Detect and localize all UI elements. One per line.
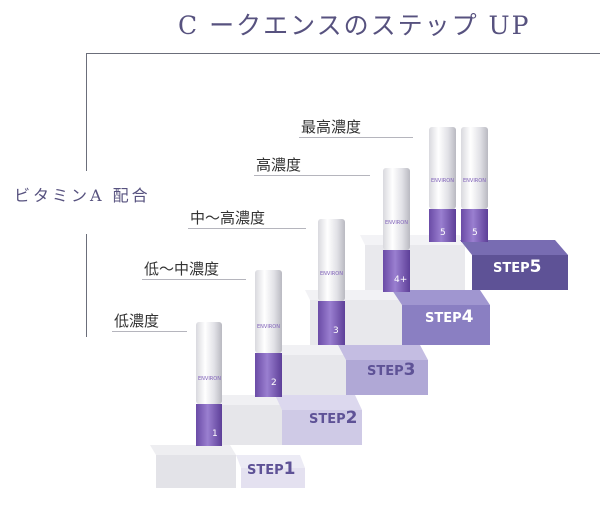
svg-text:5: 5 (472, 228, 478, 238)
level-label-5: 最高濃度 (301, 118, 362, 136)
step-label-3: STEP3 (367, 360, 415, 380)
svg-text:ENVIRON: ENVIRON (198, 376, 221, 382)
step-block-1 (236, 455, 305, 488)
product-bottle-1: ENVIRON 1 (196, 322, 222, 446)
level-label-3: 中〜高濃度 (190, 209, 266, 227)
step-label-1: STEP1 (247, 459, 295, 479)
level-line-5 (299, 137, 413, 138)
product-bottle-5b: ENVIRON 5 (461, 127, 488, 242)
svg-text:5: 5 (440, 228, 446, 238)
svg-text:ENVIRON: ENVIRON (431, 178, 454, 184)
product-bottle-5a: ENVIRON 5 (429, 127, 456, 242)
vitamin-a-label: ビタミンA 配合 (14, 186, 151, 205)
svg-text:ENVIRON: ENVIRON (385, 220, 408, 226)
step-label-2: STEP2 (309, 408, 357, 428)
svg-text:ENVIRON: ENVIRON (320, 271, 343, 277)
svg-text:ENVIRON: ENVIRON (257, 324, 280, 330)
svg-text:2: 2 (271, 378, 277, 388)
step-block-2 (275, 395, 362, 445)
level-line-3 (188, 228, 306, 229)
level-label-4: 高濃度 (256, 156, 302, 174)
level-label-2: 低〜中濃度 (144, 260, 220, 278)
frame-side-line-bottom (86, 234, 87, 337)
step-block-4 (392, 290, 490, 345)
svg-text:4+: 4+ (394, 275, 407, 285)
svg-text:ENVIRON: ENVIRON (463, 178, 486, 184)
step-label-4: STEP4 (425, 307, 474, 327)
step-block-3 (338, 345, 428, 395)
step-label-5: STEP5 (493, 257, 541, 277)
step-block-5 (460, 240, 568, 290)
svg-text:1: 1 (212, 429, 218, 439)
frame-side-line-top (86, 53, 87, 171)
product-bottle-3: ENVIRON 3 (318, 219, 345, 345)
product-bottle-4: ENVIRON 4+ (383, 168, 410, 292)
product-bottle-2: ENVIRON 2 (255, 270, 282, 397)
page-title: C ークエンスのステップ UP (178, 11, 531, 40)
svg-text:3: 3 (333, 326, 339, 336)
level-label-1: 低濃度 (114, 312, 160, 330)
frame-top-line (86, 53, 600, 54)
level-line-4 (254, 175, 370, 176)
level-line-1 (112, 331, 187, 332)
level-line-2 (142, 279, 246, 280)
